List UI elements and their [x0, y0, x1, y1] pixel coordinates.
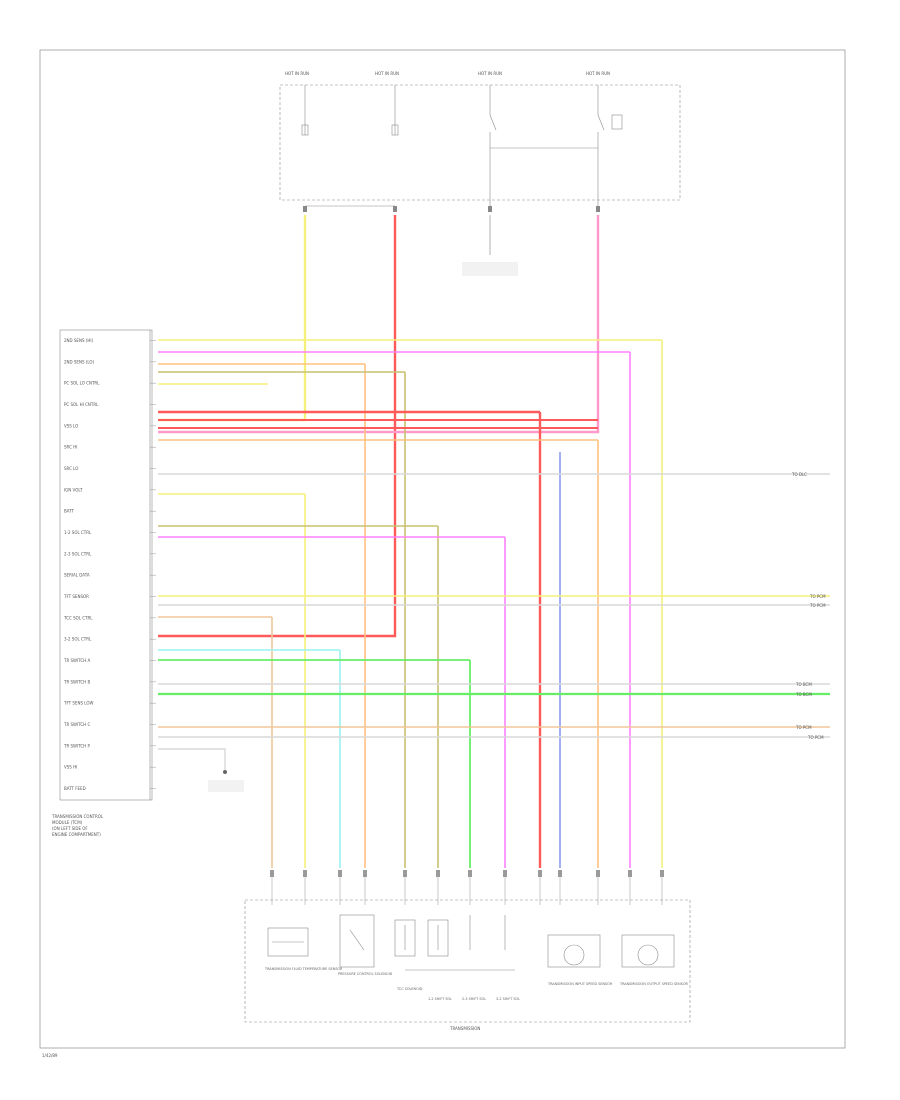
solenoid-icon [394, 915, 515, 971]
connector-pin [363, 870, 367, 877]
tcm-title-line-1: TRANSMISSION CONTROL [51, 814, 104, 819]
top-power-section: HOT IN RUN HOT IN RUN HOT IN RUN HOT IN … [279, 71, 681, 276]
tcm-pin-label: TR SWITCH P [63, 743, 90, 748]
component-label: PRESSURE CONTROL SOLENOID [338, 972, 393, 976]
connector-icon [303, 206, 600, 212]
right-output-label: TO BCM [795, 682, 812, 687]
relay-switch-icon [489, 85, 598, 210]
tft-sensor-icon [267, 927, 309, 957]
tcm-pin-label: BATT FEED [64, 786, 86, 791]
source-label-1: HOT IN RUN [285, 71, 309, 76]
tcm-module: 2ND SENS (HI) 2ND SENS (LO) PC SOL LO CNTR… [51, 329, 156, 837]
connector-pin [403, 870, 407, 877]
component-label: TRANSMISSION OUTPUT SPEED SENSOR [619, 982, 689, 986]
relay-switch-icon [597, 85, 623, 210]
component-label: TCC SOLENOID [396, 987, 423, 991]
tcm-pin-label: SRC HI [64, 445, 77, 450]
tcm-pin-label: TR SWITCH C [63, 722, 90, 727]
connector-pin [303, 870, 307, 877]
tcm-pin-label: SERIAL DATA [64, 573, 90, 578]
tcm-pin-label: VSS LO [64, 423, 78, 428]
tcm-pin-label: IGN VOLT [64, 487, 83, 492]
transmission-label: TRANSMISSION [449, 1026, 480, 1031]
ground-block [462, 262, 518, 276]
connector-pin [628, 870, 632, 877]
connector-pin [596, 870, 600, 877]
tcm-pin-label: 2ND SENS (LO) [64, 359, 95, 364]
right-output-label: TO PCM [795, 725, 812, 730]
right-output-label: TO DLC [791, 472, 807, 477]
right-outputs: TO DLC TO PCM TO PCM TO BCM TO BCM TO PC… [791, 472, 826, 740]
speed-sensor-icon [547, 934, 601, 968]
tcm-title-line-3: (ON LEFT SIDE OF [52, 826, 88, 831]
connector-pin [338, 870, 342, 877]
diagram-frame [39, 49, 846, 1049]
tcm-pin-label: 2-3 SOL CTRL [64, 551, 92, 556]
tcm-pin-label: 2ND SENS (HI) [64, 338, 94, 343]
component-label: 2-3 SHIFT SOL [462, 997, 486, 1001]
connector-pin [468, 870, 472, 877]
tcm-pin-label: TR SWITCH B [63, 679, 90, 684]
speed-sensor-icon [621, 934, 675, 968]
connector-pin [436, 870, 440, 877]
component-label: TRANSMISSION INPUT SPEED SENSOR [547, 982, 613, 986]
tcm-title-line-2: MODULE (TCM) [52, 820, 83, 825]
ground-icon [208, 770, 244, 792]
tcm-pin-label: PC SOL HI CNTRL [64, 402, 99, 407]
component-label: TRANSMISSION FLUID TEMPERATURE SENSOR [264, 967, 343, 971]
connector-pin [558, 870, 562, 877]
tcm-pin-label: 1-2 SOL CTRL [64, 530, 92, 535]
connector-pin [538, 870, 542, 877]
tcm-pin-label: TFT SENSOR [63, 594, 89, 599]
connector-pin [270, 870, 274, 877]
tcm-pin-label: TFT SENS LOW [63, 701, 93, 706]
tcm-pin-label: BATT [64, 509, 75, 514]
fuse-icon [301, 85, 309, 136]
tcm-pin-label: SRC LO [64, 466, 78, 471]
tcm-pin-label: TR SWITCH A [63, 658, 90, 663]
tcm-pin-label: 3-2 SOL CTRL [64, 637, 92, 642]
fuse-icon [391, 85, 399, 136]
connector-pin [503, 870, 507, 877]
source-label-3: HOT IN RUN [478, 71, 502, 76]
source-label-2: HOT IN RUN [375, 71, 399, 76]
right-output-label: TO PCM [809, 603, 826, 608]
connector-row [270, 870, 664, 905]
right-output-label: TO BCM [795, 692, 812, 697]
transmission-section: TRANSMISSION TRANSMISSION FLUID TEMPERAT… [244, 870, 691, 1031]
connector-pin [660, 870, 664, 877]
component-label: 3-2 SHIFT SOL [496, 997, 520, 1001]
tcm-pin-label: TCC SOL CTRL [63, 615, 93, 620]
tcm-title-line-4: ENGINE COMPARTMENT) [52, 832, 101, 837]
tcm-pin-label: PC SOL LO CNTRL [64, 381, 100, 386]
solenoid-icon [339, 914, 375, 968]
right-output-label: TO PCM [807, 735, 824, 740]
footer-code: 1/42/89 [42, 1053, 58, 1058]
wire-group [158, 215, 830, 868]
source-label-4: HOT IN RUN [586, 71, 610, 76]
right-output-label: TO PCM [809, 594, 826, 599]
component-label: 1-2 SHIFT SOL [428, 997, 452, 1001]
tcm-pin-label: VSS HI [64, 765, 77, 770]
tcm-pin-list: 2ND SENS (HI) 2ND SENS (LO) PC SOL LO CNTR… [63, 338, 156, 791]
